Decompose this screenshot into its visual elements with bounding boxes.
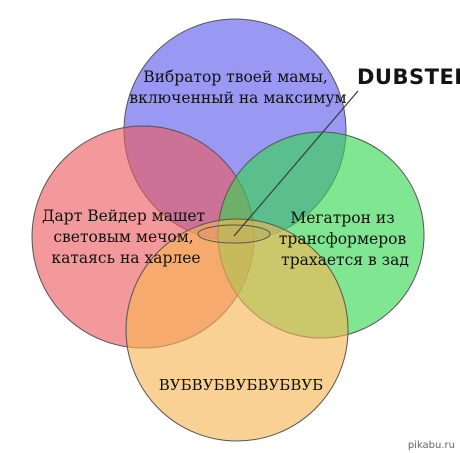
watermark-pikabu: pikabu.ru [408,440,455,451]
label-left: Дарт Вейдер машет световым мечом, катаяс… [42,207,210,267]
label-right-line-2: трансформеров [279,230,407,248]
callout-dubstep: DUBSTEP [357,65,460,89]
label-right: Мегатрон из трансформеров трахается в за… [279,209,411,269]
label-top-line-1: Вибратор твоей мамы, [143,68,328,86]
circle-bottom [125,218,349,442]
label-bottom-line-1: ВУБВУБВУБВУБВУБ [159,376,323,394]
center-intersection [197,224,271,244]
label-right-line-3: трахается в зад [281,251,409,269]
callout-line [233,90,359,237]
label-bottom: ВУБВУБВУБВУБВУБ [159,376,323,394]
label-left-line-2: световым мечом, [53,228,193,246]
label-right-line-1: Мегатрон из [290,209,394,227]
label-left-line-1: Дарт Вейдер машет [42,207,205,225]
label-top-line-2: включенный на максимум [129,89,346,107]
label-left-line-3: катаясь на харлее [51,249,200,267]
label-top: Вибратор твоей мамы, включенный на макси… [129,68,346,107]
